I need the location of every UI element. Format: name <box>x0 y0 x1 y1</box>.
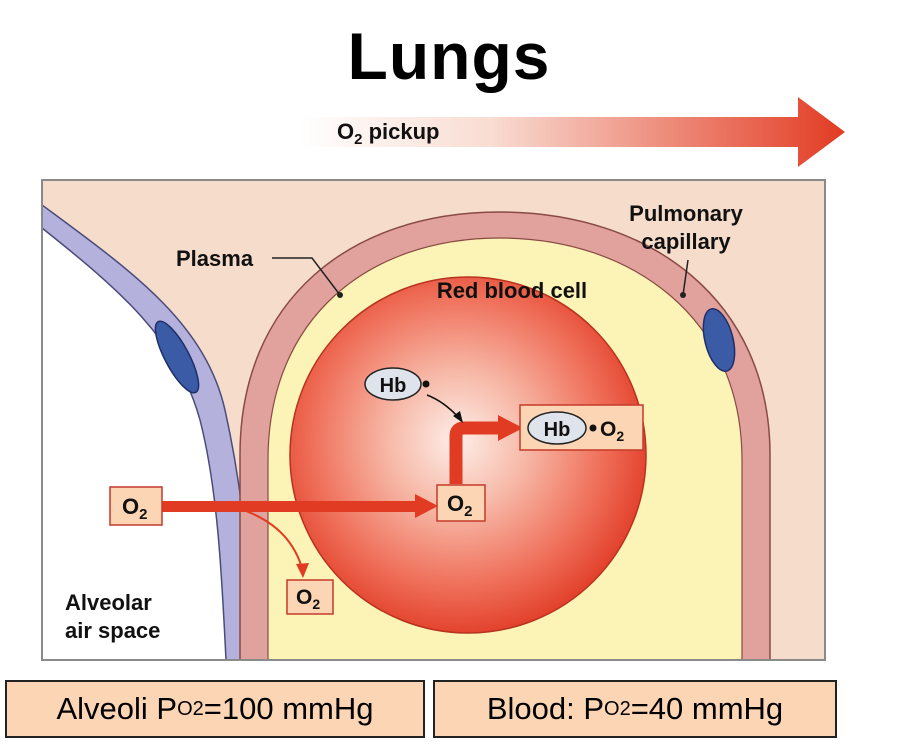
pulmonary-capillary-label-line2: capillary <box>641 229 731 254</box>
plasma-leader <box>272 257 341 296</box>
alveolar-label-line1: Alveolar <box>65 590 152 615</box>
diagram-frame <box>41 179 826 661</box>
pulmonary-capillary-label-line1: Pulmonary <box>629 201 743 226</box>
red-blood-cell <box>289 276 647 634</box>
svg-text:O2: O2 <box>447 491 472 520</box>
svg-text:Hb: Hb <box>380 375 407 397</box>
epithelial-nucleus <box>154 320 200 394</box>
endothelial-nucleus <box>702 308 736 372</box>
capillary-leader <box>682 259 689 296</box>
o2-box-plasma: O2 <box>286 579 334 615</box>
o2-pickup-label: O2 pickup <box>337 119 439 148</box>
alveolar-air-space <box>42 228 226 660</box>
o2-to-plasma-arrow <box>237 507 303 569</box>
o2-binding-arrow <box>449 415 523 484</box>
o2-diffusion-arrow <box>162 494 438 518</box>
o2-pickup-arrow: O2 pickup <box>300 97 845 167</box>
svg-text:O2: O2 <box>296 586 320 612</box>
svg-text:Hb: Hb <box>544 419 571 441</box>
red-blood-cell-label: Red blood cell <box>437 278 587 303</box>
hemoglobin: Hb <box>364 367 430 401</box>
page-title: Lungs <box>347 19 551 93</box>
svg-text:O2: O2 <box>122 494 147 523</box>
svg-text:O2: O2 <box>600 418 624 444</box>
alveolar-label-line2: air space <box>65 618 160 643</box>
oxyhemoglobin-box: Hb O2 <box>519 404 644 451</box>
o2-box-alveolus: O2 <box>109 486 163 526</box>
plasma-label: Plasma <box>176 246 254 271</box>
o2-box-rbc: O2 <box>436 484 486 522</box>
